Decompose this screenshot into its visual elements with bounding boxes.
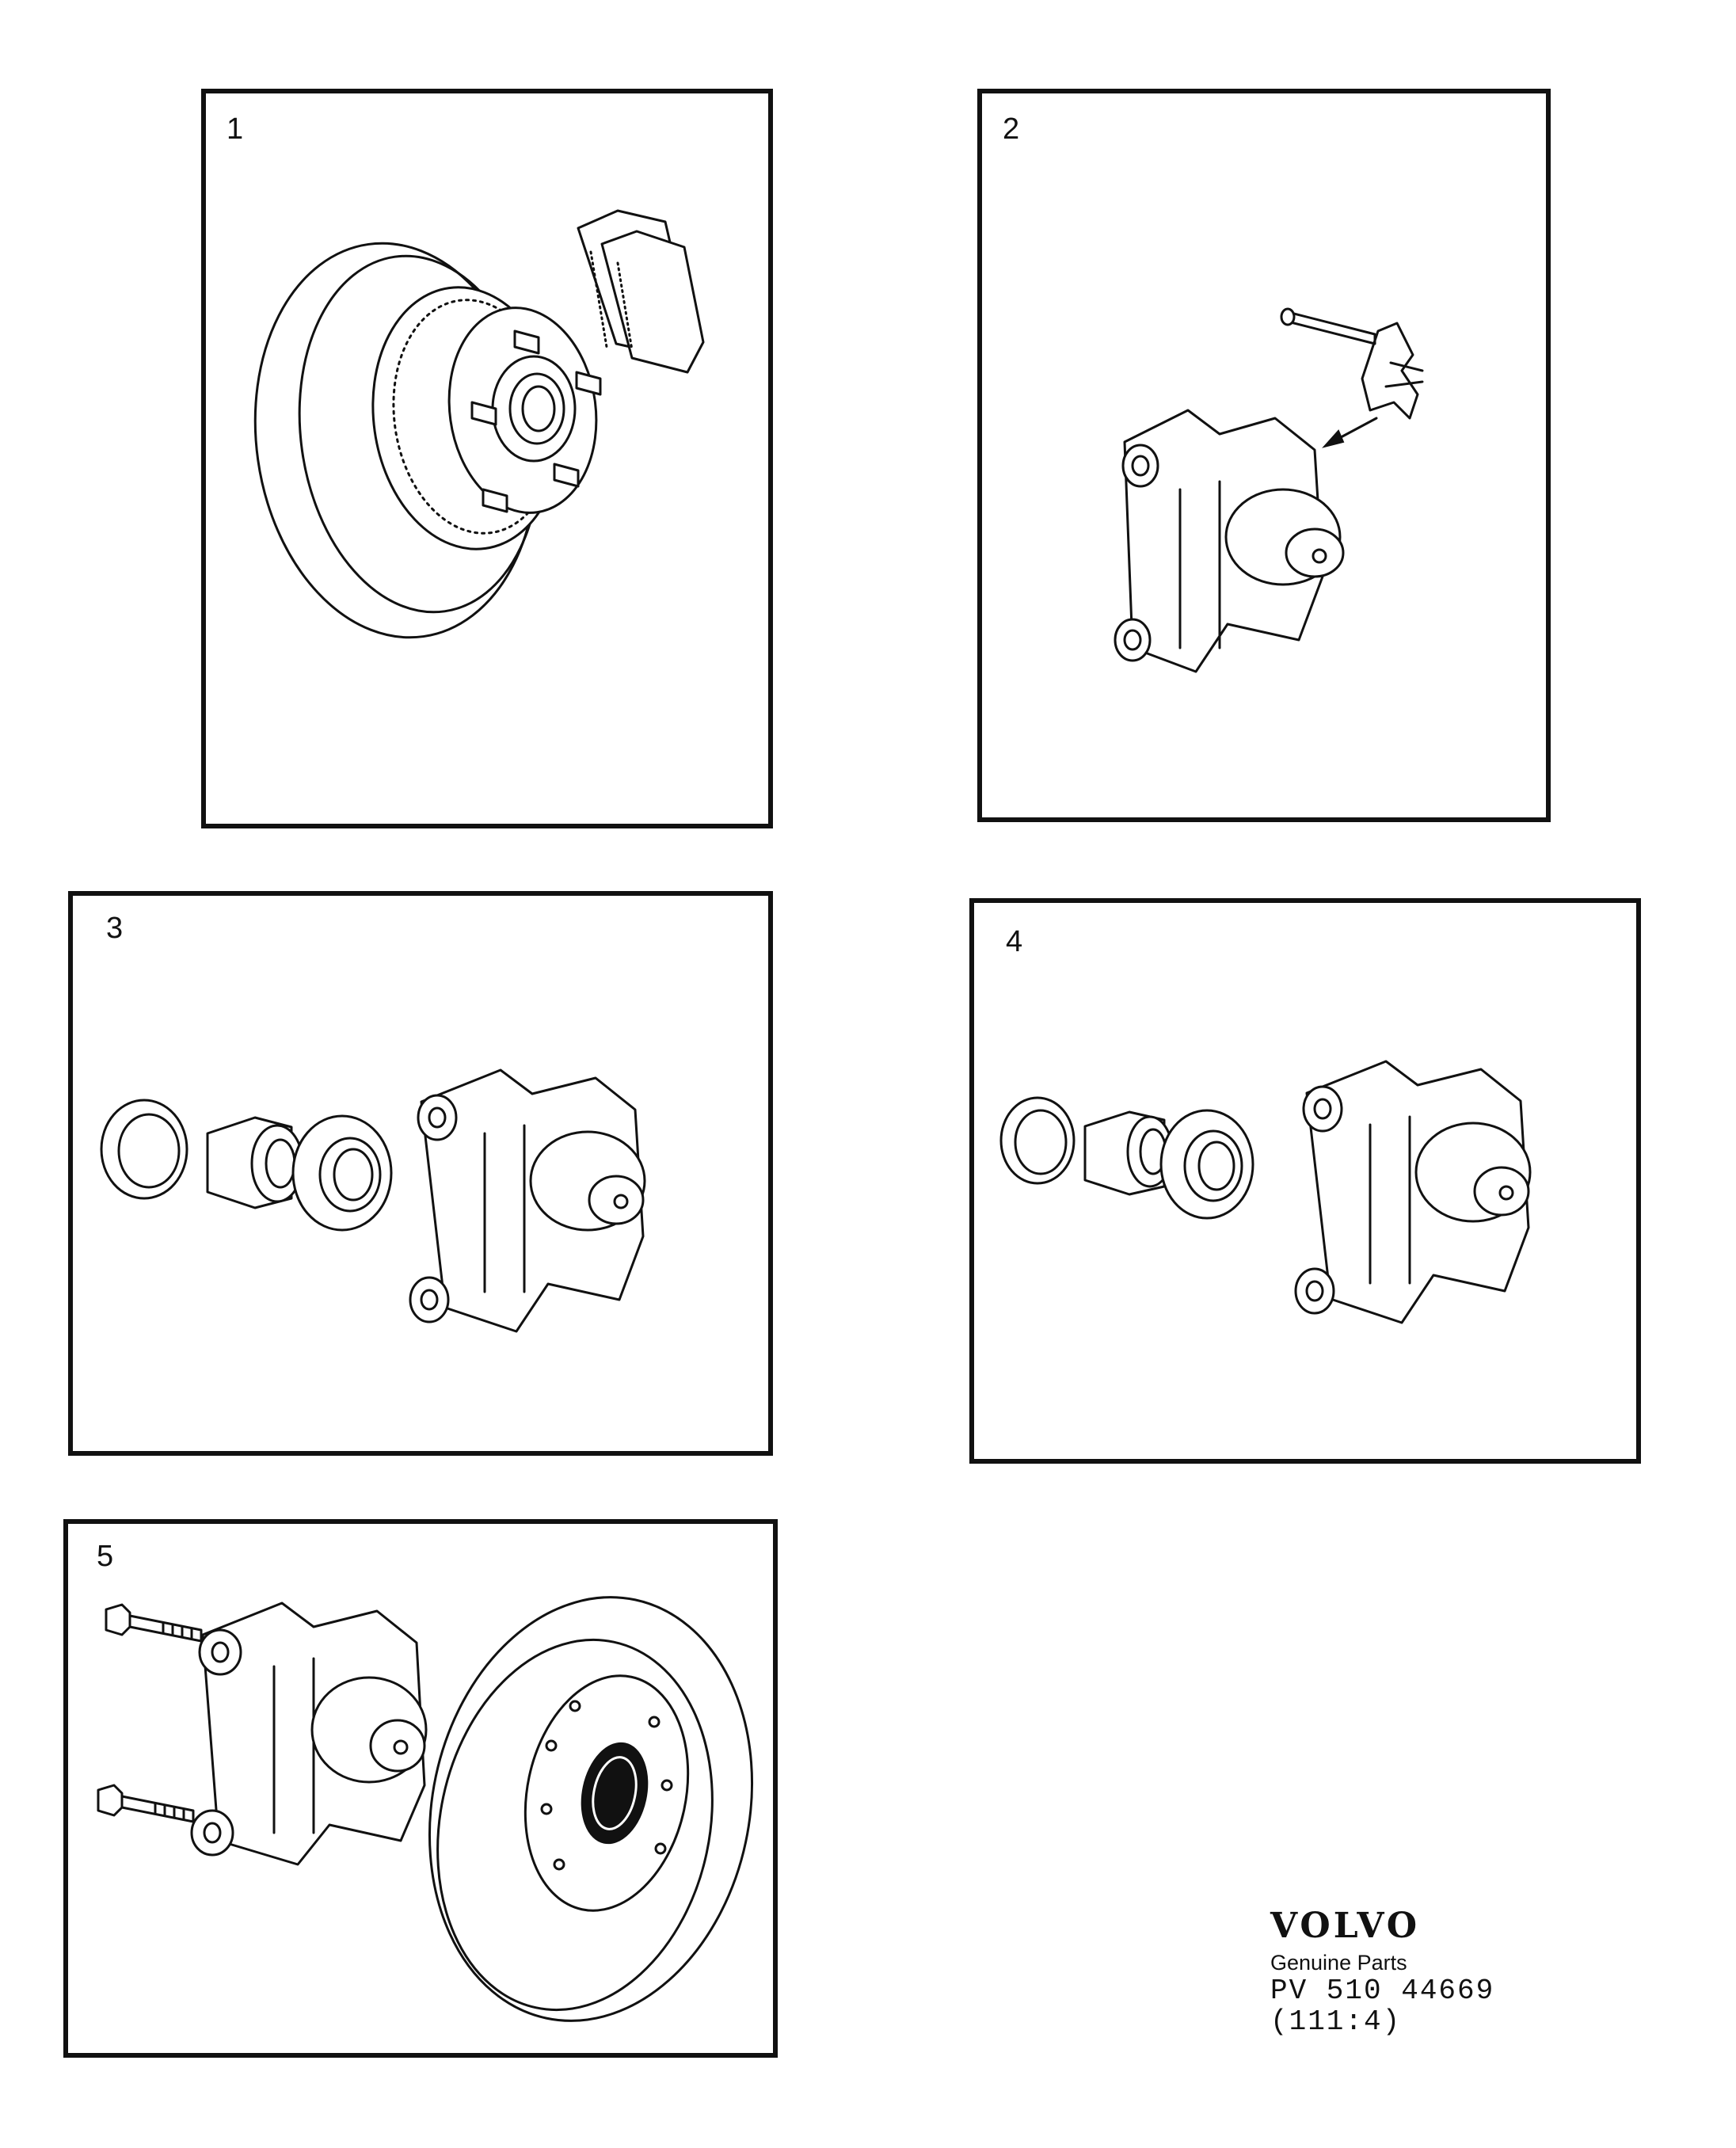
wheel-hub bbox=[447, 307, 598, 514]
brand-block: VOLVO Genuine Parts PV 510 44669 (111:4) bbox=[1270, 1909, 1494, 2038]
panel-4: 4 bbox=[969, 898, 1641, 1464]
panel-3: 3 bbox=[68, 891, 773, 1456]
wheel-studs bbox=[470, 329, 602, 513]
part-number: PV 510 44669 bbox=[1270, 1974, 1495, 2007]
panel-number: 4 bbox=[1006, 925, 1023, 958]
volvo-logo: VOLVO bbox=[1270, 1906, 1421, 1946]
piston bbox=[206, 1116, 304, 1209]
panel-number: 5 bbox=[97, 1540, 114, 1573]
panel-number: 2 bbox=[1003, 112, 1020, 146]
brand-subtitle: Genuine Parts bbox=[1270, 1951, 1407, 1975]
retaining-pin bbox=[1280, 307, 1376, 345]
reference-code: (111:4) bbox=[1270, 2005, 1402, 2039]
piston-seal-ring bbox=[1159, 1109, 1254, 1220]
brake-disc bbox=[428, 1596, 754, 2022]
panel-5: 5 bbox=[63, 1519, 778, 2058]
removal-arrow bbox=[1322, 417, 1378, 448]
piston-and-seals-illustration bbox=[100, 1068, 646, 1333]
caliper-bolts-and-disc-illustration bbox=[97, 1596, 754, 2022]
retaining-spring bbox=[1361, 322, 1424, 420]
brake-caliper bbox=[1294, 1060, 1532, 1324]
panel-2: 2 bbox=[977, 89, 1551, 822]
brake-caliper bbox=[190, 1601, 428, 1866]
brake-disc-with-pads-illustration bbox=[253, 209, 705, 639]
brake-caliper bbox=[1114, 409, 1345, 673]
dust-seal-ring bbox=[999, 1096, 1075, 1185]
panel-number: 1 bbox=[227, 112, 244, 146]
dust-seal-ring bbox=[100, 1099, 188, 1200]
mounting-bolts bbox=[97, 1603, 203, 1823]
new-piston-and-seals-illustration bbox=[999, 1060, 1532, 1324]
brake-pads bbox=[577, 209, 705, 374]
piston bbox=[1083, 1110, 1174, 1196]
piston-seal-ring bbox=[291, 1114, 393, 1232]
panel-1: 1 bbox=[201, 89, 773, 828]
caliper-pin-removal-illustration bbox=[1114, 307, 1424, 673]
brake-caliper bbox=[409, 1068, 646, 1333]
panel-number: 3 bbox=[106, 912, 124, 945]
